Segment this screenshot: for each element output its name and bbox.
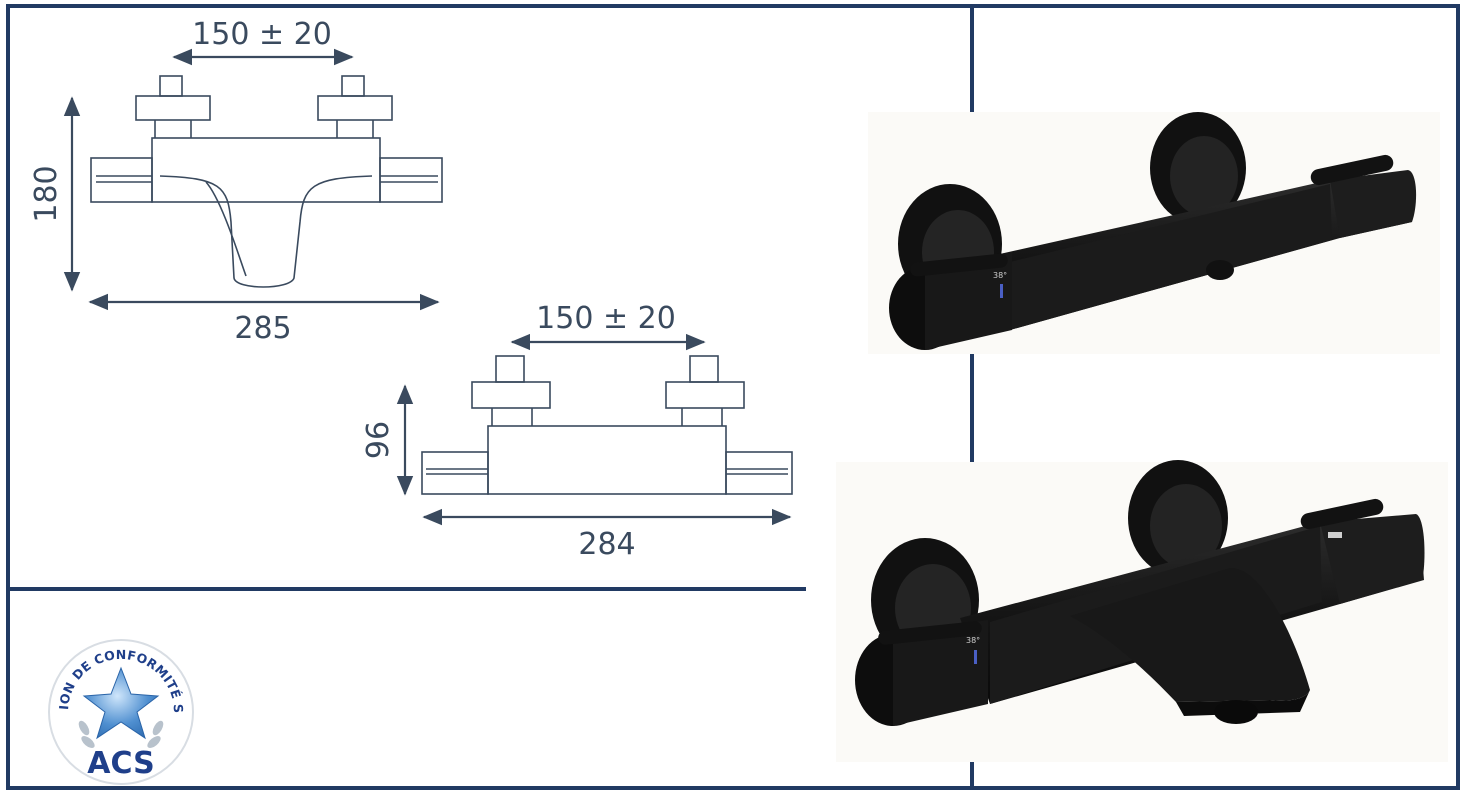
acs-logo-arc-text: ATTESTATION DE CONFORMITÉ SANITAIRE [0,0,186,714]
shower-length-label: 285 [234,311,291,346]
bath-mixer-drawing [421,355,793,495]
shower-mixer-drawing [90,75,443,288]
laurel-icon [78,720,164,748]
shower-dial-mark: 38° [993,271,1007,280]
bath-mixer-photo: 38° [836,460,1448,762]
acs-certification-logo: ATTESTATION DE CONFORMITÉ SANITAIRE ACS [0,0,194,785]
star-icon [82,666,160,740]
bath-dial-mark: 38° [966,636,980,645]
bath-width-label: 150 ± 20 [536,301,676,336]
bath-height-label: 96 [361,421,396,459]
shower-mixer-photo: 38° [868,112,1440,354]
bath-dimension-lines [396,333,792,526]
shower-dimension-lines [63,48,440,311]
shower-height-label: 180 [29,165,64,222]
acs-logo-acronym: ACS [87,746,154,781]
sheet-frame [6,4,1460,790]
bath-length-label: 284 [578,527,635,562]
shower-width-label: 150 ± 20 [192,17,332,52]
